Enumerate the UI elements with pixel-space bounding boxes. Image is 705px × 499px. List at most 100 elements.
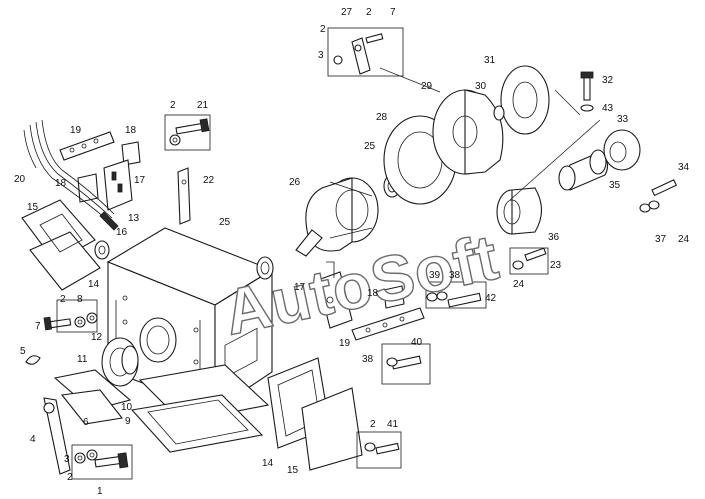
callout-label: 20: [14, 174, 26, 185]
callout-label: 33: [617, 114, 629, 125]
callout-label: 17: [294, 282, 306, 293]
callout-box-41: [356, 431, 402, 469]
callout-box-1: [71, 444, 133, 480]
callout-label: 36: [548, 232, 560, 243]
callout-label: 39: [429, 270, 441, 281]
callout-label: 40: [411, 337, 423, 348]
callout-box-27: [327, 27, 404, 77]
callout-label: 38: [362, 354, 374, 365]
callout-label: 13: [128, 213, 140, 224]
motor-26: [295, 177, 379, 257]
callout-label: 29: [421, 81, 433, 92]
bracket-6: [53, 369, 132, 425]
callout-label: 42: [485, 293, 497, 304]
base-plates-9-10: [130, 364, 270, 453]
callout-label: 3: [64, 454, 70, 465]
callout-label: 9: [125, 416, 131, 427]
callout-label: 28: [376, 112, 388, 123]
callout-label: 19: [339, 338, 351, 349]
callout-label: 3: [318, 50, 324, 61]
callout-label: 22: [203, 175, 215, 186]
callout-label: 38: [449, 270, 461, 281]
seal-25-housing: [256, 256, 274, 280]
gasket-31: [500, 65, 550, 135]
callout-label: 27: [341, 7, 353, 18]
bolt-40: [386, 355, 422, 370]
bracket-17-motor: [317, 261, 353, 329]
callout-label: 24: [678, 234, 690, 245]
callout-label: 25: [364, 141, 376, 152]
part-30: [493, 105, 505, 121]
callout-label: 34: [678, 162, 690, 173]
callout-label: 23: [550, 260, 562, 271]
callout-label: 11: [77, 354, 88, 365]
bracket-27: [333, 33, 384, 75]
callout-label: 43: [602, 103, 614, 114]
part-drawings: [21, 27, 678, 480]
callout-label: 16: [116, 227, 128, 238]
callout-label: 14: [262, 458, 274, 469]
callout-label: 1: [97, 486, 103, 497]
cap-33: [603, 129, 641, 171]
callout-label: 37: [655, 234, 667, 245]
terminal-block-17: [103, 159, 133, 211]
callout-label: 21: [197, 100, 209, 111]
terminal-strip-19: [59, 131, 115, 161]
callout-label: 35: [609, 180, 621, 191]
callout-label: 2: [170, 100, 176, 111]
callout-label: 7: [35, 321, 41, 332]
callout-box-21: [164, 114, 211, 151]
flange-11-12: [101, 337, 139, 387]
bolt-1: [74, 449, 129, 469]
callout-label: 4: [30, 434, 36, 445]
terminal-block-18: [77, 173, 99, 203]
bolt-42: [426, 291, 482, 308]
callout-label: 2: [320, 24, 326, 35]
callout-label: 19: [70, 125, 82, 136]
callout-label: 2: [60, 294, 66, 305]
gasket-15-left: [21, 199, 101, 291]
bolt-41: [364, 442, 400, 455]
callout-box-7-8: [56, 299, 98, 333]
callout-label: 7: [390, 7, 396, 18]
terminal-block-18-right: [383, 285, 405, 309]
callout-label: 26: [289, 177, 301, 188]
callout-label: 25: [219, 217, 231, 228]
callout-box-23: [509, 247, 549, 275]
seal-16: [94, 240, 110, 260]
bracket-22: [177, 167, 191, 225]
callout-label: 32: [602, 75, 614, 86]
callout-label: 18: [55, 178, 67, 189]
callout-label: 15: [27, 202, 39, 213]
callout-label: 18: [125, 125, 137, 136]
callout-label: 17: [134, 175, 146, 186]
callout-label: 12: [91, 332, 103, 343]
callout-label: 24: [513, 279, 525, 290]
callout-label: 15: [287, 465, 299, 476]
bolt-34: [639, 179, 678, 213]
pin-5: [25, 355, 41, 365]
flange-36: [496, 187, 543, 235]
bolt-32: [580, 71, 594, 112]
lever-4: [43, 397, 71, 475]
cover-29: [432, 89, 504, 175]
terminal-block-18-top: [121, 141, 141, 166]
callout-label: 30: [475, 81, 487, 92]
callout-label: 2: [366, 7, 372, 18]
callout-box-40: [381, 343, 431, 385]
motor-35: [558, 149, 609, 191]
terminal-strip-19-right: [351, 307, 425, 341]
callout-box-42: [425, 281, 487, 309]
callout-label: 18: [367, 288, 379, 299]
callout-label: 2: [67, 472, 73, 483]
gasket-14-15-lower: [267, 357, 363, 471]
callout-label: 10: [121, 402, 133, 413]
wires-20: [23, 119, 119, 231]
assembly-axis-lines: [379, 67, 601, 201]
callout-label: 2: [370, 419, 376, 430]
bolt-23: [512, 247, 547, 270]
callout-label: 5: [20, 346, 26, 357]
